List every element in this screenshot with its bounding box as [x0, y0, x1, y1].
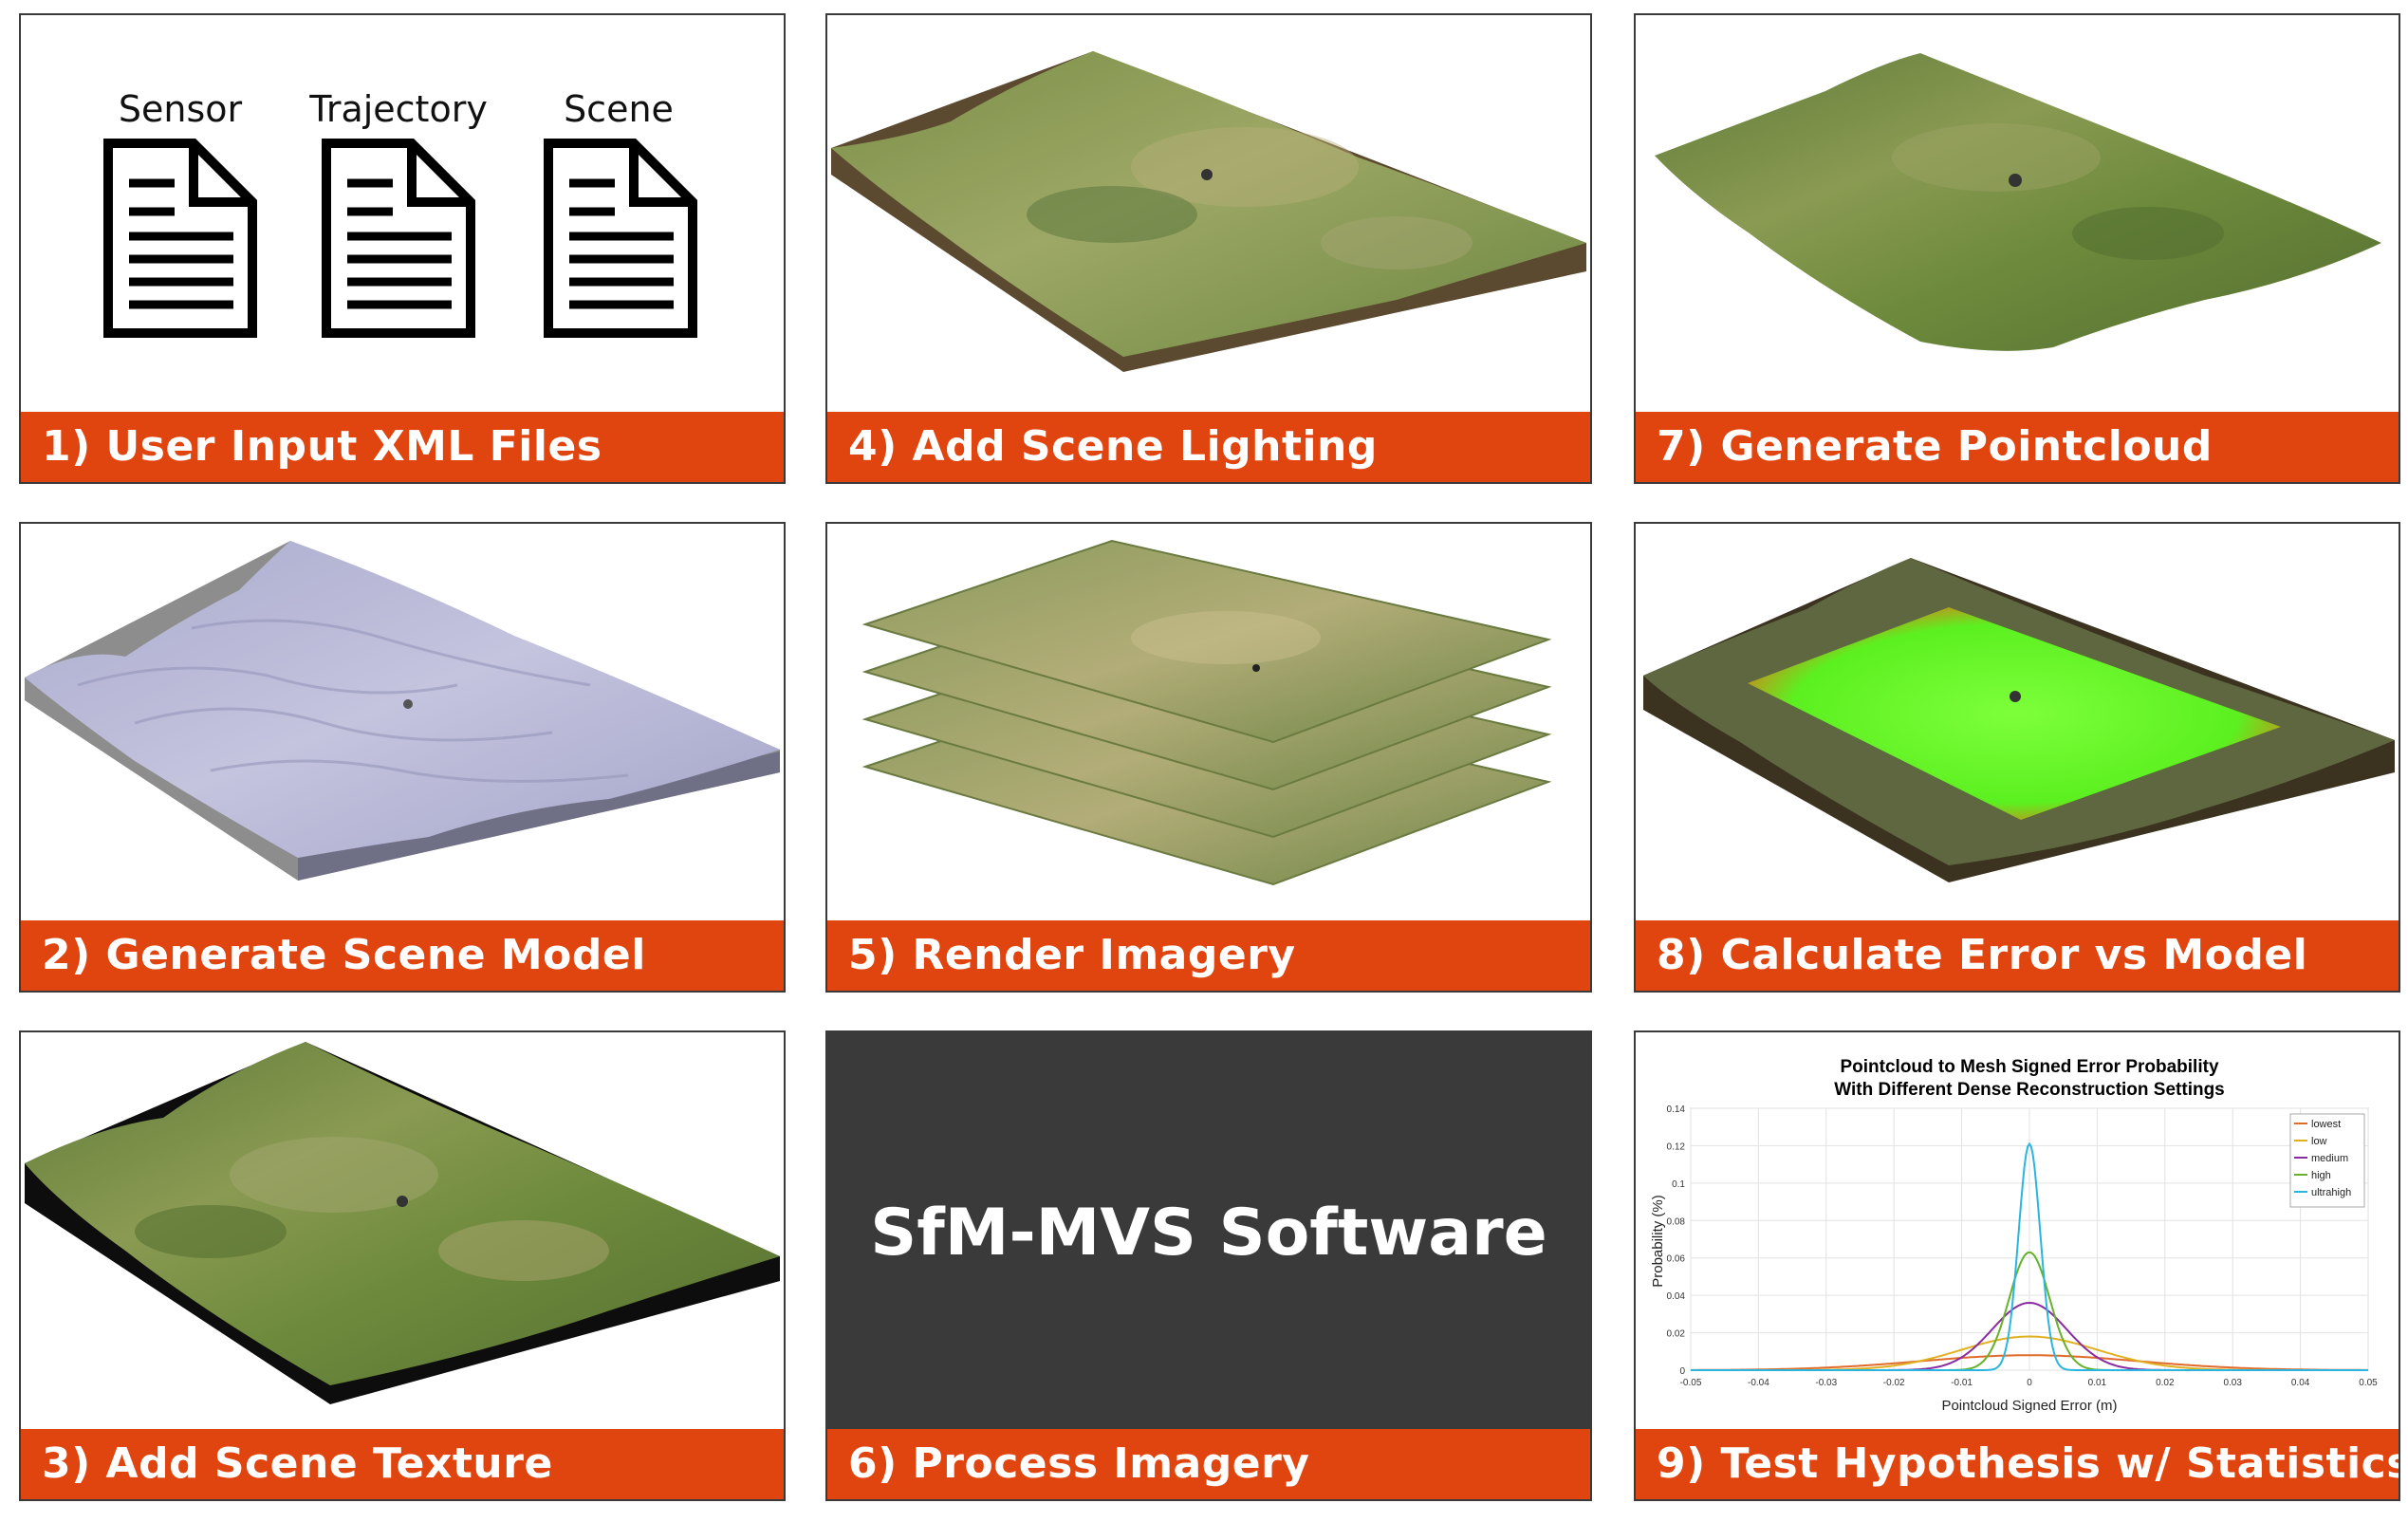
- panel-process-imagery: SfM-MVS Software 6) Process Imagery: [825, 1030, 1592, 1501]
- file-label-trajectory: Trajectory: [308, 88, 488, 130]
- panel-error-vs-model: 8) Calculate Error vs Model: [1634, 522, 2400, 993]
- y-tick-label: 0.12: [1667, 1142, 1686, 1152]
- file-label-scene: Scene: [564, 88, 674, 130]
- pointcloud-illustration: [1655, 53, 2381, 351]
- panel-scene-model: 2) Generate Scene Model: [19, 522, 786, 993]
- file-icon-scene: [544, 139, 697, 338]
- panel-caption: 3) Add Scene Texture: [21, 1429, 784, 1499]
- y-tick-label: 0.08: [1667, 1216, 1686, 1227]
- legend-label-medium: medium: [2311, 1153, 2348, 1164]
- panel-user-input: Sensor Trajectory Scene 1) User Input XM…: [19, 13, 786, 484]
- panel-caption: 9) Test Hypothesis w/ Statistics: [1636, 1429, 2399, 1499]
- legend-label-low: low: [2311, 1136, 2327, 1147]
- y-axis-label: Probability (%): [1650, 1195, 1666, 1288]
- textured-terrain-illustration: [25, 1042, 780, 1404]
- x-tick-label: 0: [2027, 1378, 2032, 1388]
- panel-caption: 5) Render Imagery: [827, 920, 1590, 991]
- y-tick-label: 0.04: [1667, 1291, 1686, 1302]
- x-tick-label: -0.01: [1951, 1378, 1973, 1388]
- panel-caption: 8) Calculate Error vs Model: [1636, 920, 2399, 991]
- x-tick-label: 0.02: [2156, 1378, 2175, 1388]
- legend-label-high: high: [2311, 1170, 2331, 1181]
- x-tick-label: -0.03: [1815, 1378, 1837, 1388]
- series-line-ultrahigh: [1691, 1142, 2368, 1371]
- lit-terrain-illustration: [831, 51, 1586, 372]
- y-tick-label: 0.1: [1672, 1179, 1685, 1190]
- y-tick-label: 0.06: [1667, 1254, 1686, 1265]
- x-tick-label: 0.04: [2291, 1378, 2310, 1388]
- error-probability-chart: Pointcloud to Mesh Signed Error Probabil…: [1650, 1057, 2378, 1414]
- panel-scene-texture: 3) Add Scene Texture: [19, 1030, 786, 1501]
- chart-subtitle: With Different Dense Reconstruction Sett…: [1834, 1080, 2225, 1100]
- panel-pointcloud: 7) Generate Pointcloud: [1634, 13, 2400, 484]
- x-tick-label: -0.04: [1748, 1378, 1769, 1388]
- x-tick-label: 0.01: [2088, 1378, 2107, 1388]
- software-label: SfM-MVS Software: [870, 1195, 1547, 1271]
- panel-caption: 4) Add Scene Lighting: [827, 412, 1590, 482]
- file-icon-sensor: [103, 139, 257, 338]
- x-axis-label: Pointcloud Signed Error (m): [1941, 1398, 2117, 1414]
- panel-caption: 1) User Input XML Files: [21, 412, 784, 482]
- y-tick-label: 0.14: [1667, 1104, 1686, 1115]
- panel-statistics: Pointcloud to Mesh Signed Error Probabil…: [1634, 1030, 2400, 1501]
- x-tick-label: 0.05: [2359, 1378, 2378, 1388]
- x-tick-label: -0.05: [1680, 1378, 1702, 1388]
- image-stack-illustration: [861, 539, 1552, 886]
- panel-caption: 7) Generate Pointcloud: [1636, 412, 2399, 482]
- series-line-lowest: [1691, 1354, 2368, 1371]
- panel-render-imagery: 5) Render Imagery: [825, 522, 1592, 993]
- x-tick-label: -0.02: [1883, 1378, 1905, 1388]
- error-map-illustration: [1643, 558, 2395, 882]
- panel-caption: 2) Generate Scene Model: [21, 920, 784, 991]
- file-label-sensor: Sensor: [119, 88, 243, 130]
- x-tick-label: 0.03: [2223, 1378, 2242, 1388]
- panel-caption: 6) Process Imagery: [827, 1429, 1590, 1499]
- file-icon-trajectory: [322, 139, 475, 338]
- legend-label-lowest: lowest: [2311, 1119, 2341, 1130]
- xml-files-illustration: Sensor Trajectory Scene: [103, 88, 697, 338]
- panel-scene-lighting: 4) Add Scene Lighting: [825, 13, 1592, 484]
- legend-label-ultrahigh: ultrahigh: [2311, 1187, 2351, 1198]
- mesh-terrain-illustration: [25, 541, 780, 881]
- y-tick-label: 0: [1679, 1366, 1685, 1377]
- y-tick-label: 0.02: [1667, 1329, 1686, 1340]
- chart-title: Pointcloud to Mesh Signed Error Probabil…: [1840, 1057, 2218, 1077]
